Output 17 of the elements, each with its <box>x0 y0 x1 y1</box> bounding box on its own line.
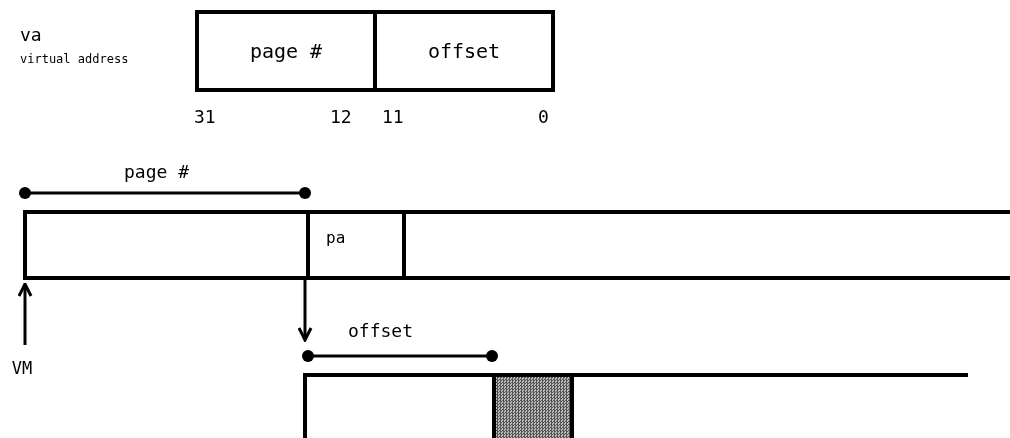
field-label: pa <box>326 228 346 247</box>
register-label: va <box>20 26 42 44</box>
bit-number: 0 <box>538 108 549 126</box>
bit-number: 31 <box>194 108 216 126</box>
field-label: offset <box>427 39 501 63</box>
memory-label: VM <box>2 357 42 379</box>
field-label: page # <box>249 39 323 63</box>
memory-bar <box>23 210 1010 280</box>
bit-number: 11 <box>382 108 404 126</box>
dimension-label: page # <box>124 163 190 181</box>
register-caption: virtual address <box>20 53 129 65</box>
dimension-label: offset <box>348 322 414 340</box>
arrow <box>17 282 33 345</box>
shaded-block <box>492 375 574 438</box>
bit-number: 12 <box>330 108 352 126</box>
arrow <box>297 280 313 342</box>
page-frame <box>303 373 968 438</box>
